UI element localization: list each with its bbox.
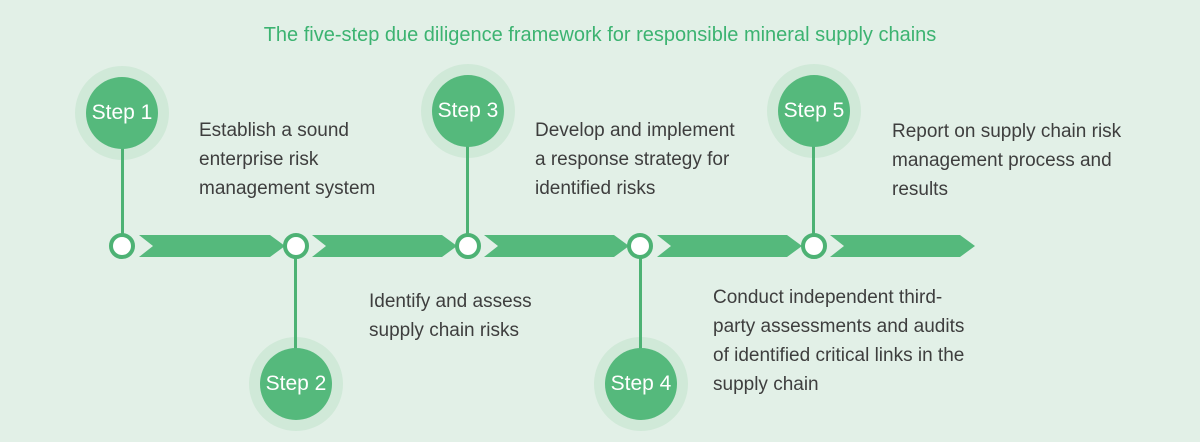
step-halo: Step 3	[421, 64, 515, 158]
timeline-node	[800, 233, 827, 259]
step-halo: Step 2	[249, 337, 343, 431]
chevron-arrow-icon	[484, 235, 629, 257]
chevron-arrow-icon	[830, 235, 975, 257]
connector-line	[120, 146, 124, 236]
chevron-arrow-icon	[657, 235, 802, 257]
step-5-description: Report on supply chain risk management p…	[892, 121, 1122, 200]
step-4-description: Conduct independent third- party assessm…	[713, 287, 965, 395]
step-5-circle: Step 5	[778, 75, 850, 147]
step-halo: Step 4	[594, 337, 688, 431]
step-halo: Step 1	[75, 66, 169, 160]
timeline-node	[454, 233, 481, 259]
connector-line	[466, 144, 469, 236]
step-2-description: Identify and assess supply chain risks	[369, 291, 532, 341]
step-1-circle: Step 1	[86, 77, 158, 149]
timeline-node	[109, 233, 135, 259]
step-label: Step 1	[91, 101, 153, 124]
chevron-arrow-icon	[139, 235, 285, 257]
step-4-circle: Step 4	[605, 348, 677, 420]
step-label: Step 4	[610, 372, 672, 395]
step-3-circle: Step 3	[432, 75, 504, 147]
connector-line	[812, 144, 815, 236]
connector-line	[638, 257, 642, 350]
step-label: Step 3	[437, 99, 499, 122]
diagram-title: The five-step due diligence framework fo…	[263, 24, 937, 46]
step-3-description: Develop and implement a response strateg…	[535, 120, 735, 199]
step-halo: Step 5	[767, 64, 861, 158]
step-label: Step 2	[265, 372, 327, 395]
step-label: Step 5	[783, 99, 845, 122]
step-2-circle: Step 2	[260, 348, 332, 420]
step-1-description: Establish a sound enterprise risk manage…	[199, 120, 376, 199]
timeline-node	[627, 233, 653, 259]
connector-line	[294, 257, 297, 350]
timeline-node	[282, 233, 309, 259]
chevron-arrow-icon	[312, 235, 457, 257]
